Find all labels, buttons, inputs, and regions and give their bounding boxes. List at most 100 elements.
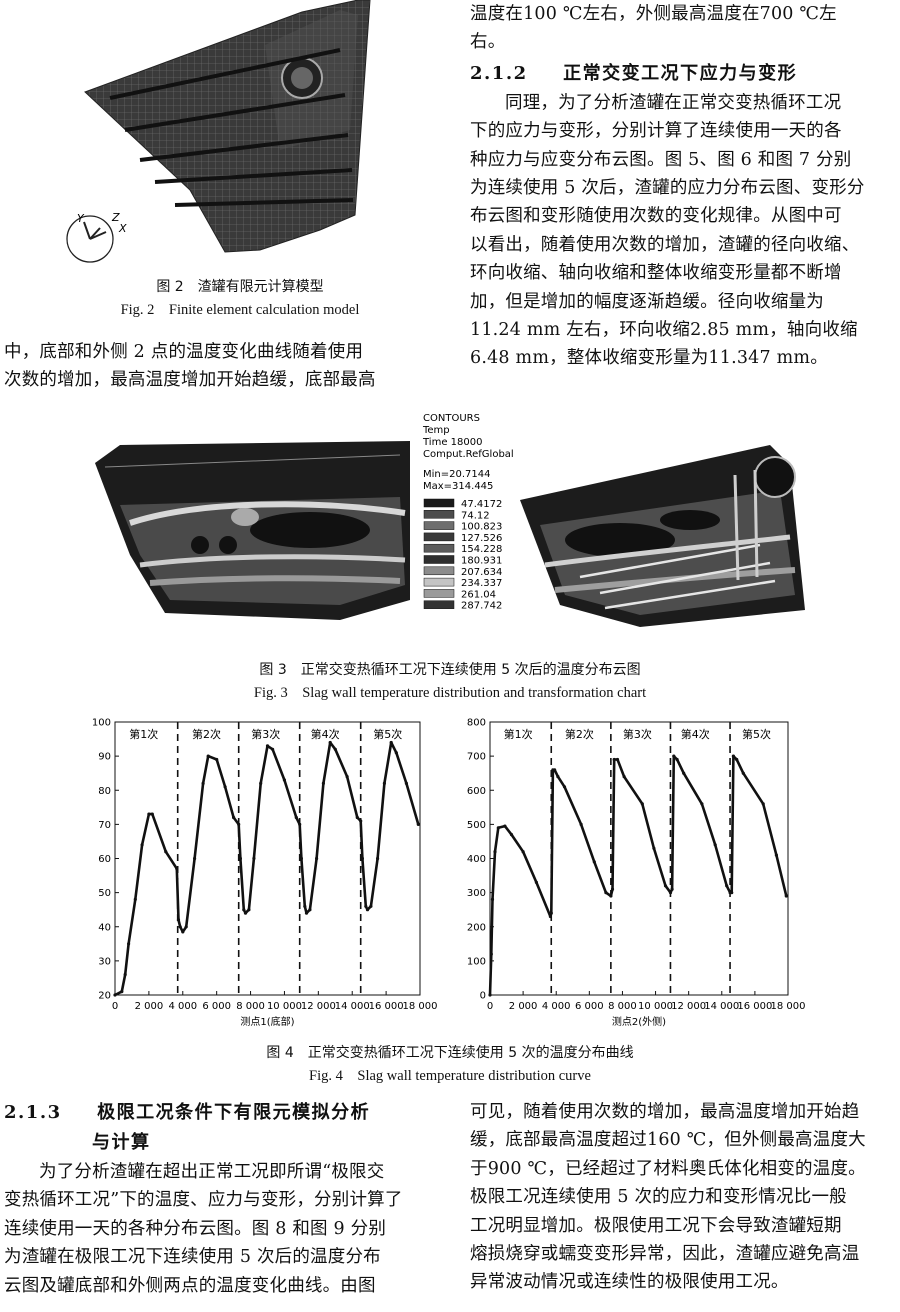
- data-point: [489, 952, 493, 956]
- cycle-label: 第5次: [742, 727, 771, 741]
- left-top-paragraph: 中，底部和外侧 2 点的温度变化曲线随着使用 次数的增加，最高温度增加开始趋缓，…: [4, 338, 434, 395]
- x-tick-label: 0: [487, 1001, 493, 1012]
- data-point: [610, 887, 615, 891]
- y-tick-label: 800: [467, 718, 486, 729]
- legend-swatch: [423, 510, 455, 519]
- paragraph-line: 极限工况连续使用 5 次的应力和变形情况比一般: [470, 1187, 847, 1208]
- data-point: [534, 880, 539, 884]
- data-point: [416, 822, 420, 826]
- legend-min: Min=20.7144: [423, 469, 490, 480]
- data-point: [271, 747, 275, 751]
- data-point: [360, 856, 364, 861]
- data-point: [206, 754, 210, 758]
- data-point: [164, 850, 168, 854]
- data-point: [488, 993, 492, 997]
- legend-header-3: Time 18000: [422, 437, 482, 448]
- data-point: [369, 904, 373, 908]
- heading-title-line-2: 与计算: [92, 1132, 151, 1153]
- heading-title-line-1: 极限工况条件下有限元模拟分析: [97, 1102, 371, 1123]
- legend-header-4: Comput.RefGlobal: [423, 449, 514, 460]
- x-tick-label: 2 000: [509, 1001, 538, 1012]
- data-point: [509, 833, 514, 837]
- paragraph-line: 加，但是增加的幅度逐渐趋缓。径向收缩量为: [470, 291, 824, 312]
- data-point: [232, 815, 236, 820]
- cycle-label: 第2次: [192, 727, 221, 741]
- data-point: [359, 819, 363, 823]
- y-tick-label: 700: [467, 752, 486, 763]
- data-point: [682, 771, 686, 775]
- series-line: [114, 741, 420, 997]
- data-point: [328, 740, 332, 745]
- legend-value: 234.337: [461, 578, 502, 589]
- paragraph-line: 熔损烧穿或蠕变变形异常，因此，渣罐应避免高温: [470, 1244, 860, 1265]
- data-point: [223, 785, 227, 789]
- data-point: [178, 925, 182, 929]
- data-point: [503, 824, 507, 828]
- plot-frame: [489, 721, 789, 996]
- x-tick-label: 16 000: [369, 1001, 404, 1012]
- data-point: [113, 993, 117, 997]
- legend-value: 100.823: [461, 522, 502, 533]
- data-point: [184, 925, 188, 929]
- left-bottom-column: 2.1.3 极限工况条件下有限元模拟分析 与计算 为了分析渣罐在超出正常工况即所…: [4, 1098, 436, 1300]
- paragraph-line: 以看出，随着使用次数的增加，渣罐的径向收缩、: [470, 234, 860, 255]
- data-point: [333, 747, 337, 751]
- y-tick-label: 60: [98, 854, 111, 865]
- section-heading-2-1-2: 2.1.2 正常交变工况下应力与变形: [470, 59, 895, 89]
- y-tick-label: 100: [92, 718, 111, 729]
- x-tick-label: 14 000: [335, 1001, 370, 1012]
- x-tick-label: 14 000: [704, 1001, 739, 1012]
- data-point: [140, 843, 144, 847]
- x-tick-label: 4 000: [168, 1001, 197, 1012]
- paragraph-extreme: 为了分析渣罐在超出正常工况即所谓“极限交 变热循环工况”下的温度、应力与变形，分…: [4, 1158, 436, 1300]
- data-point: [247, 908, 251, 912]
- legend-value: 287.742: [461, 601, 502, 612]
- paragraph-line: 布云图和变形随使用次数的变化规律。从图中可: [470, 206, 842, 227]
- fe-model-image: Y Z X: [66, 0, 371, 263]
- cycle-label: 第3次: [623, 727, 652, 741]
- data-point: [176, 918, 181, 922]
- data-point: [243, 911, 248, 915]
- temperature-contour-image: CONTOURS Temp Time 18000 Comput.RefGloba…: [95, 413, 805, 627]
- data-point: [735, 757, 739, 762]
- data-point: [730, 891, 734, 895]
- figure-4-caption-cn: 图 4 正常交变热循环工况下连续使用 5 次的温度分布曲线: [266, 1045, 634, 1061]
- data-point: [675, 757, 679, 762]
- legend-value: 207.634: [461, 567, 502, 578]
- legend-swatch: [423, 555, 455, 564]
- paragraph-line: 连续使用一天的各种分布云图。图 8 和图 9 分别: [4, 1218, 387, 1239]
- legend-swatch: [423, 566, 455, 576]
- data-point: [592, 860, 596, 864]
- data-point: [123, 972, 127, 977]
- coordinate-axes-icon: Y Z X: [66, 211, 127, 263]
- cycle-label: 第2次: [565, 727, 594, 741]
- x-tick-label: 8 000: [236, 1001, 265, 1012]
- cycle-label: 第5次: [373, 727, 402, 741]
- paragraph-line: 同理，为了分析渣罐在正常交变热循环工况: [505, 92, 842, 113]
- data-point: [181, 930, 185, 934]
- data-point: [150, 812, 154, 816]
- data-point: [725, 884, 729, 888]
- legend-value: 154.228: [461, 544, 502, 555]
- data-point: [615, 757, 620, 762]
- right-bottom-column: 可见，随着使用次数的增加，最高温度增加开始趋 缓，底部最高温度超过160 ℃，但…: [470, 1098, 895, 1297]
- paragraph-line: 下的应力与变形，分别计算了连续使用一天的各: [470, 121, 842, 142]
- x-tick-label: 10 000: [267, 1001, 302, 1012]
- y-tick-label: 70: [98, 820, 111, 831]
- figure-3: CONTOURS Temp Time 18000 Comput.RefGloba…: [0, 405, 900, 705]
- data-point: [201, 781, 205, 785]
- paragraph-line: 异常波动情况或连续性的极限使用工况。: [470, 1272, 789, 1293]
- data-point: [612, 757, 616, 762]
- paragraph-line: 环向收缩、轴向收缩和整体收缩变形量都不断增: [470, 263, 842, 284]
- x-tick-label: 18 000: [403, 1001, 438, 1012]
- cycle-label: 第4次: [681, 727, 710, 741]
- figure-3-caption-cn: 图 3 正常交变热循环工况下连续使用 5 次后的温度分布云图: [259, 662, 641, 678]
- legend-swatch: [423, 532, 455, 542]
- axis-x-label: X: [118, 222, 127, 235]
- legend-value: 47.4172: [461, 499, 502, 510]
- heading-title: 正常交变工况下应力与变形: [563, 62, 798, 84]
- contour-view-left: [95, 441, 410, 620]
- data-point: [579, 822, 583, 826]
